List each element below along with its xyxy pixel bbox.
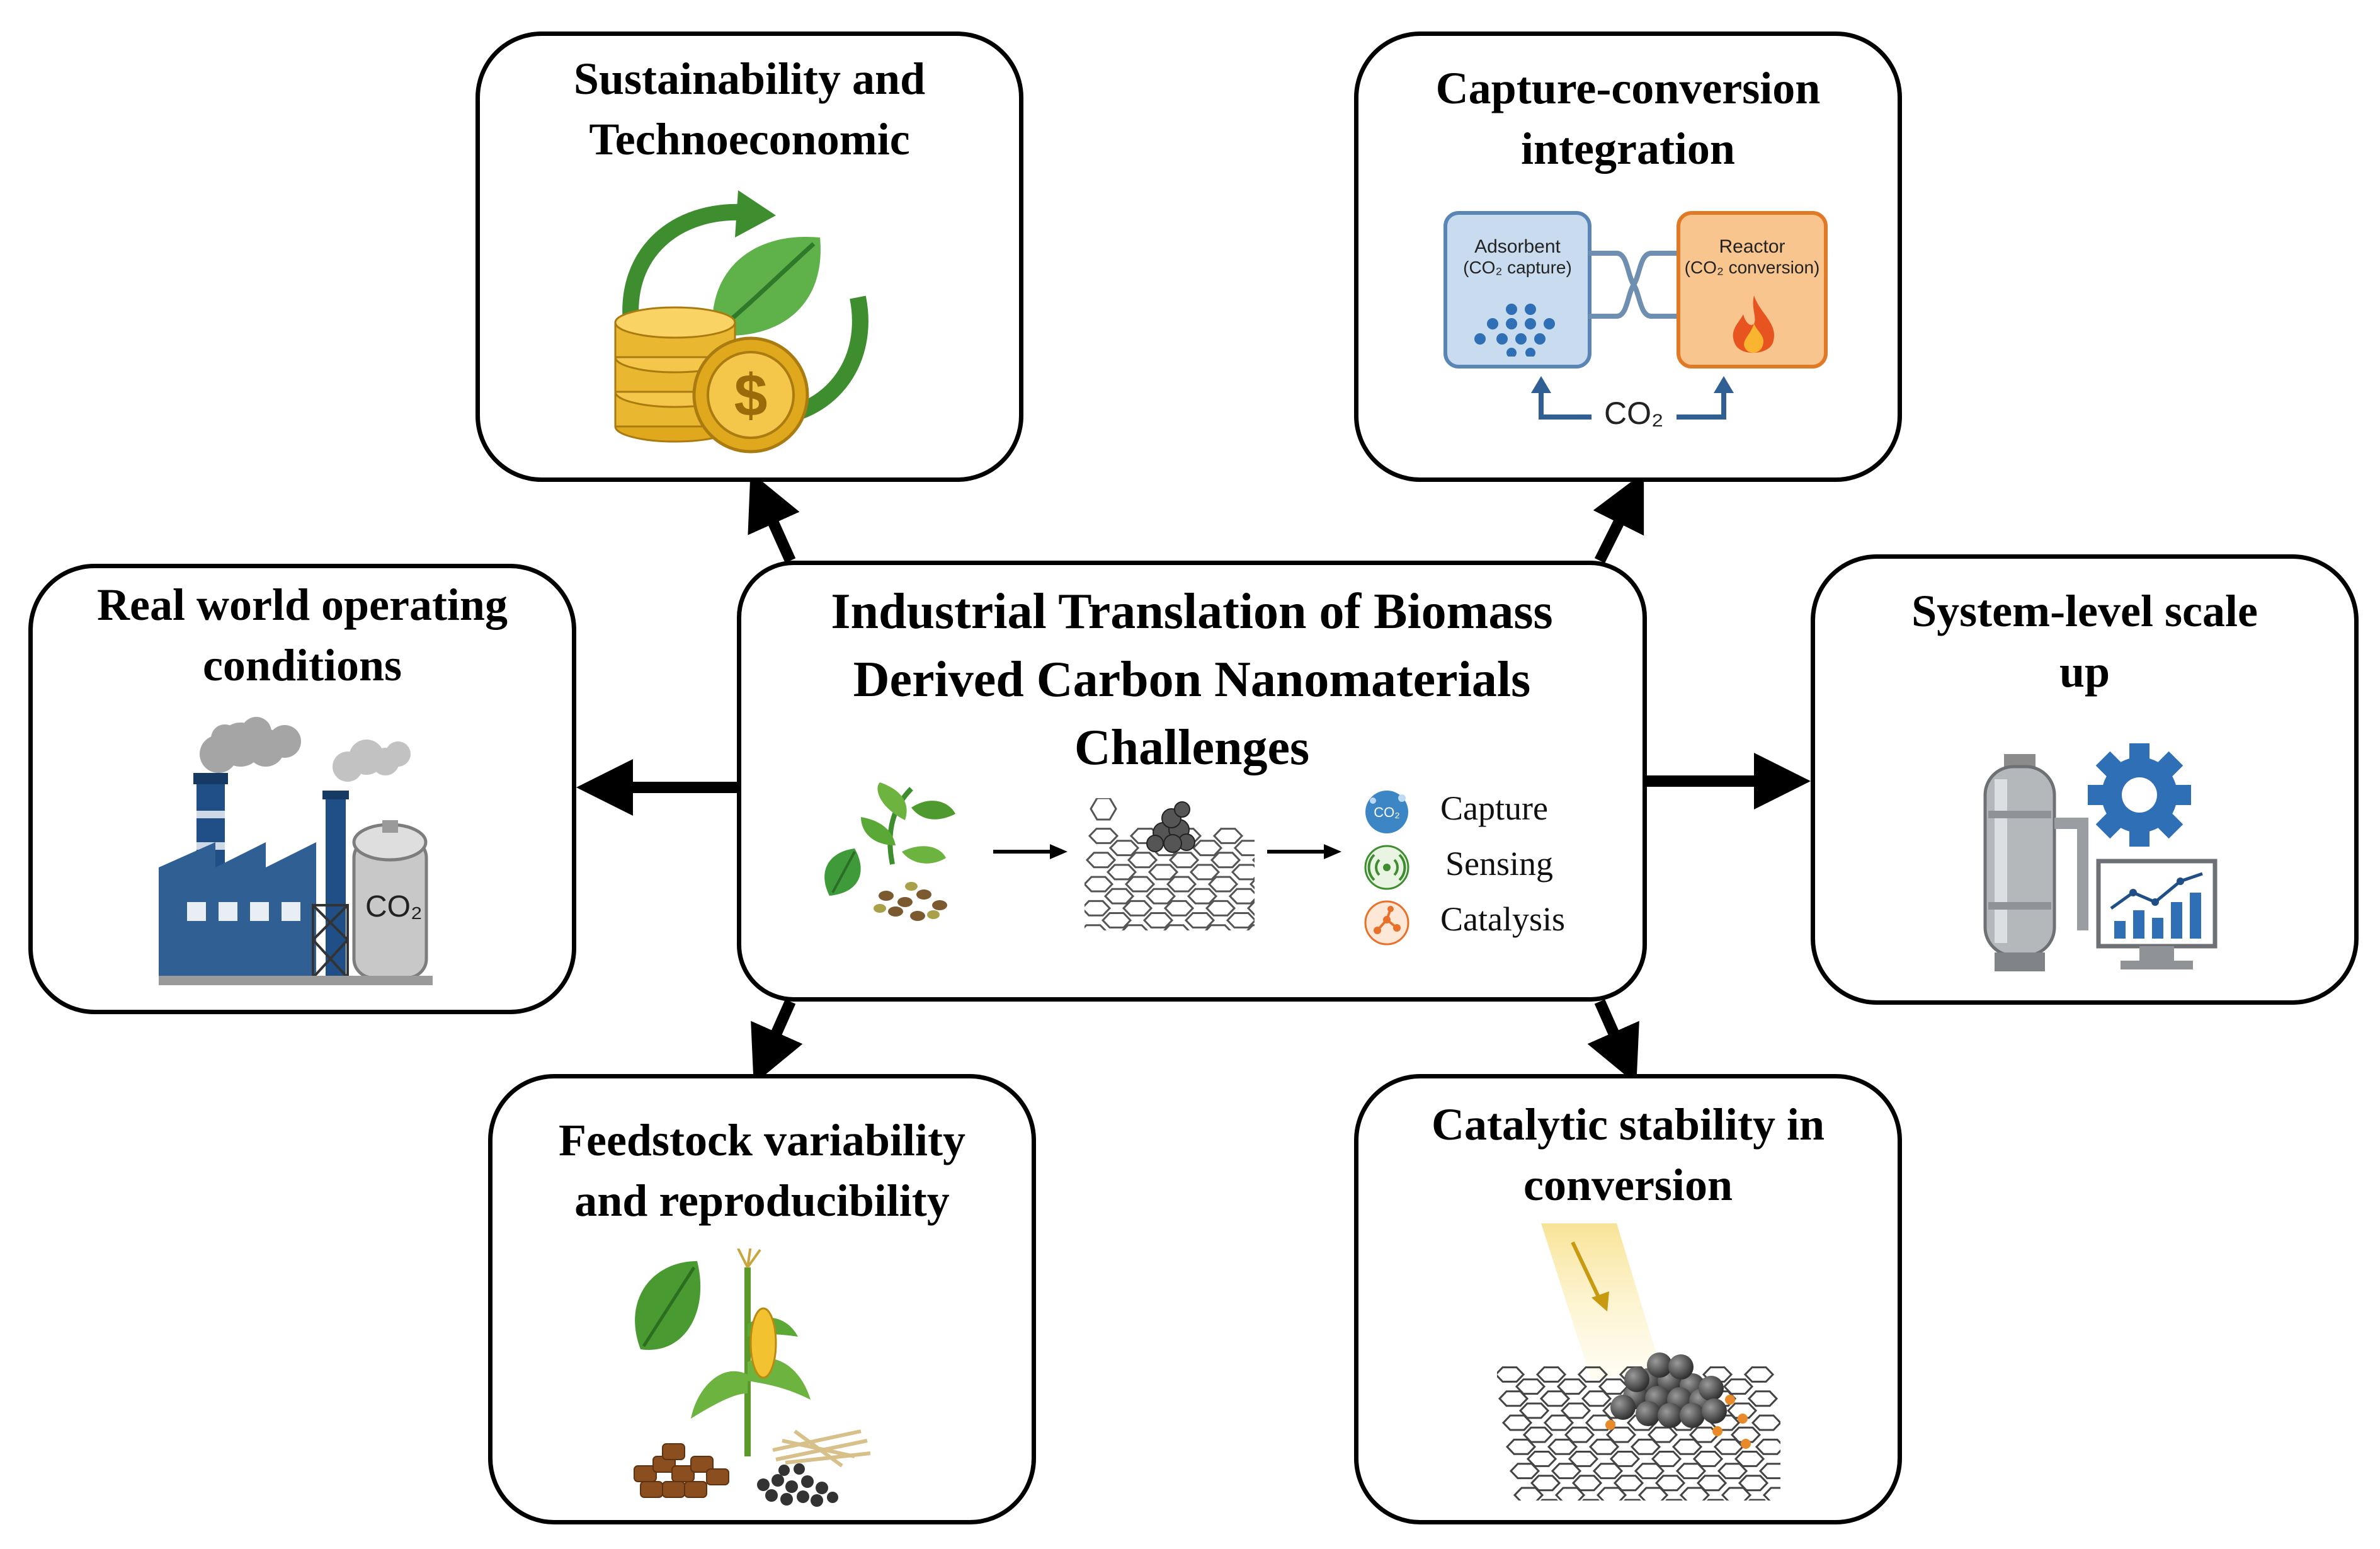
catalytic-title-line-1: Catalytic stability in bbox=[1432, 1099, 1825, 1150]
factory-icon bbox=[159, 717, 433, 985]
sustainability-title-line-1: Sustainability and bbox=[573, 54, 926, 104]
co2-tank-label: CO₂ bbox=[365, 890, 423, 923]
system-scale-box: System-level scale up bbox=[1811, 554, 2359, 1005]
arrow-to-capture-conversion bbox=[1593, 472, 1644, 564]
sustainability-title: Sustainability and Technoeconomic bbox=[480, 49, 1019, 169]
capture-conversion-box: Capture-conversion integration Adsorbent… bbox=[1354, 31, 1902, 482]
application-label-capture: Capture bbox=[1440, 789, 1548, 827]
center-challenges-box: Industrial Translation of Biomass Derive… bbox=[737, 561, 1647, 1002]
catalyst-on-graphene-icon bbox=[1497, 1223, 1780, 1500]
reactor-unit: Reactor (CO₂ conversion) bbox=[1677, 211, 1828, 369]
center-title-line-2: Derived Carbon Nanomaterials bbox=[853, 652, 1531, 707]
adsorbent-unit: Adsorbent (CO₂ capture) bbox=[1443, 211, 1591, 369]
connector-pipes bbox=[1588, 251, 1680, 319]
application-label-catalysis: Catalysis bbox=[1440, 900, 1565, 938]
co2-capture-icon: CO₂ bbox=[1365, 791, 1408, 833]
adsorbent-label: Adsorbent bbox=[1474, 236, 1561, 257]
svg-text:$: $ bbox=[734, 362, 768, 429]
co2-loop-arrows bbox=[1531, 376, 1734, 420]
sustainability-title-line-2: Technoeconomic bbox=[589, 114, 910, 164]
feedstock-title: Feedstock variability and reproducibilit… bbox=[493, 1110, 1032, 1231]
center-title: Industrial Translation of Biomass Derive… bbox=[741, 578, 1643, 782]
catalytic-graphene-lattice bbox=[1497, 1366, 1780, 1500]
application-label-sensing: Sensing bbox=[1445, 845, 1554, 883]
system-scale-title: System-level scale up bbox=[1815, 581, 2354, 702]
arrow-to-feedstock bbox=[751, 999, 803, 1085]
sustainability-box: Sustainability and Technoeconomic $ bbox=[475, 31, 1023, 482]
flow-arrow-1 bbox=[993, 844, 1068, 859]
adsorbent-sublabel: (CO₂ capture) bbox=[1463, 258, 1572, 277]
arrow-to-sustainability bbox=[748, 471, 800, 563]
catalytic-box: Catalytic stability in conversion bbox=[1354, 1074, 1902, 1524]
catalytic-title: Catalytic stability in conversion bbox=[1358, 1094, 1898, 1215]
center-title-line-1: Industrial Translation of Biomass bbox=[831, 584, 1553, 639]
flame-icon bbox=[1733, 295, 1775, 353]
capture-conversion-title-line-1: Capture-conversion bbox=[1435, 63, 1821, 113]
arrow-to-catalytic bbox=[1587, 999, 1639, 1085]
feedstock-box: Feedstock variability and reproducibilit… bbox=[488, 1074, 1036, 1524]
reactor-gear-chart-icon bbox=[1983, 743, 2218, 971]
real-world-box: Real world operating conditions bbox=[28, 564, 576, 1014]
system-scale-title-line-1: System-level scale bbox=[1911, 586, 2258, 636]
real-world-title-line-1: Real world operating bbox=[97, 580, 508, 630]
capture-conversion-title-line-2: integration bbox=[1521, 123, 1735, 174]
sensing-icon bbox=[1364, 845, 1409, 890]
adsorbent-particles bbox=[1474, 304, 1555, 357]
reactor-label: Reactor bbox=[1719, 236, 1785, 257]
feedstock-title-line-1: Feedstock variability bbox=[559, 1115, 965, 1165]
nanoparticle-cluster bbox=[1146, 801, 1195, 853]
reactor-sublabel: (CO₂ conversion) bbox=[1684, 258, 1820, 277]
flow-arrow-2 bbox=[1267, 844, 1341, 859]
system-scale-title-line-2: up bbox=[2059, 646, 2110, 697]
catalytic-title-line-2: conversion bbox=[1523, 1160, 1733, 1210]
catalysis-icon bbox=[1364, 900, 1409, 946]
co2-loop-label: CO₂ bbox=[1604, 396, 1664, 431]
biomass-feedstock-icon bbox=[634, 1249, 871, 1507]
feedstock-title-line-2: and reproducibility bbox=[574, 1175, 950, 1226]
biomass-icon bbox=[824, 782, 955, 921]
carbon-nanomaterial-icon bbox=[1085, 798, 1255, 930]
svg-text:CO₂: CO₂ bbox=[1374, 804, 1400, 820]
center-title-line-3: Challenges bbox=[1074, 720, 1310, 775]
metal-cluster bbox=[1605, 1352, 1751, 1449]
recycle-coins-leaf-icon: $ bbox=[614, 190, 868, 454]
real-world-title-line-2: conditions bbox=[202, 640, 402, 690]
real-world-title: Real world operating conditions bbox=[33, 574, 572, 695]
capture-conversion-title: Capture-conversion integration bbox=[1358, 58, 1898, 179]
